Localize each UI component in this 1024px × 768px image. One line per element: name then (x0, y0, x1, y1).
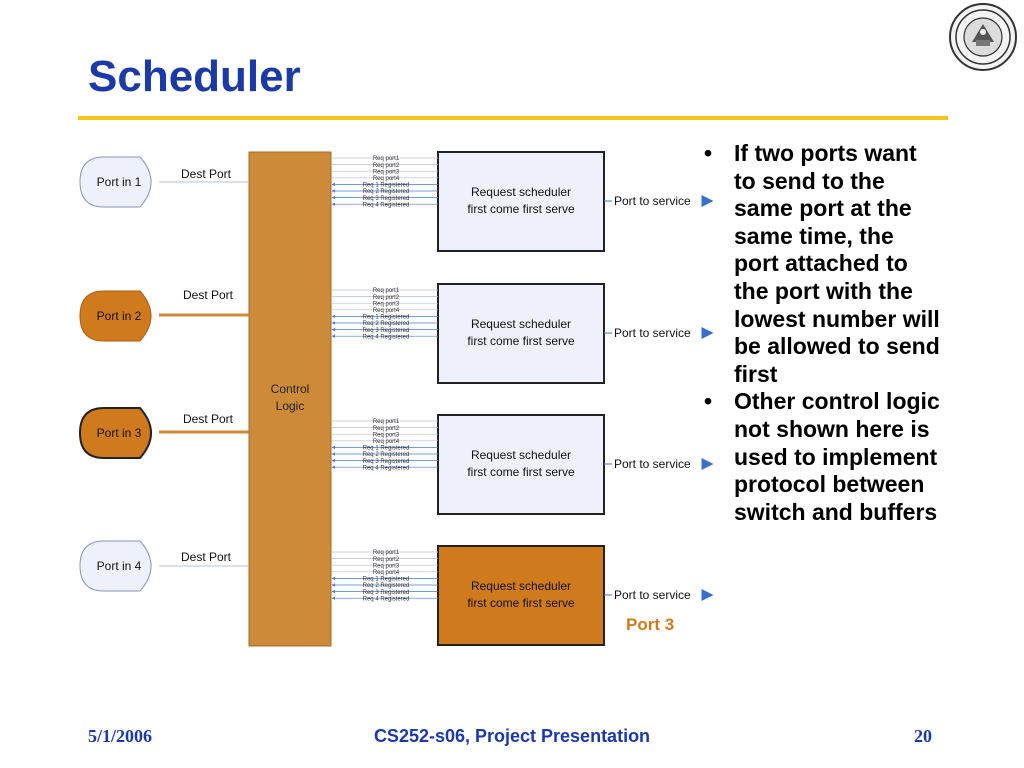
scheduler-policy: first come first serve (467, 334, 575, 348)
signal-label: Req 2 Registered (363, 189, 410, 195)
port-in-2-shape (79, 290, 152, 342)
port-in-4-shape (79, 540, 152, 592)
signal-label: Req 2 Registered (363, 452, 410, 458)
signal-label: Req port2 (373, 163, 400, 169)
signal-label: Req 2 Registered (363, 321, 410, 327)
port-to-service-label: Port to service (614, 457, 691, 471)
control-logic-label: Control (271, 382, 310, 396)
port-in-4-label: Port in 4 (97, 559, 142, 573)
scheduler-box (437, 283, 605, 384)
scheduler-box (437, 151, 605, 252)
signal-label: Req 3 Registered (363, 459, 410, 465)
university-seal-icon (949, 3, 1017, 71)
signal-label: Req 2 Registered (363, 583, 410, 589)
signal-label: Req 3 Registered (363, 590, 410, 596)
port-to-service-label: Port to service (614, 588, 691, 602)
signal-label: Req port2 (373, 426, 400, 432)
signal-label: Req port1 (373, 419, 400, 425)
signal-label: Req 4 Registered (363, 334, 410, 340)
signal-label: Req 1 Registered (363, 577, 410, 583)
port-in-3-shape (78, 407, 152, 459)
footer-title: CS252-s06, Project Presentation (373, 726, 651, 746)
bullet-list: If two ports want to send to the same po… (702, 140, 942, 526)
signal-label: Req port1 (373, 288, 400, 294)
signal-label: Req port4 (373, 176, 400, 182)
signal-label: Req 4 Registered (363, 596, 410, 602)
control-logic-label-2: Logic (276, 399, 305, 413)
scheduler-box (437, 414, 605, 515)
signal-label: Req 4 Registered (363, 465, 410, 471)
signal-label: Req port1 (373, 156, 400, 162)
slide-title: Scheduler (88, 52, 301, 101)
scheduler-title: Request scheduler (471, 185, 571, 199)
title-underline (78, 116, 948, 120)
signal-label: Req port4 (373, 439, 400, 445)
signal-label: Req port4 (373, 570, 400, 576)
signal-label: Req 1 Registered (363, 183, 410, 189)
signal-label: Req port3 (373, 563, 400, 569)
signal-label: Req 4 Registered (363, 202, 410, 208)
scheduler-policy: first come first serve (467, 596, 575, 610)
signal-label: Req 1 Registered (363, 315, 410, 321)
port-3-dest-label: Dest Port (183, 412, 234, 426)
footer-date: 5/1/2006 (88, 726, 153, 746)
port-in-1-shape (79, 156, 152, 208)
port-4-dest-label: Dest Port (181, 550, 232, 564)
signal-label: Req port3 (373, 432, 400, 438)
port-1-dest-label: Dest Port (181, 167, 232, 181)
scheduler-title: Request scheduler (471, 579, 571, 593)
port-2-dest-label: Dest Port (183, 288, 234, 302)
port-to-service-label: Port to service (614, 194, 691, 208)
signal-label: Req port2 (373, 557, 400, 563)
scheduler-policy: first come first serve (467, 465, 575, 479)
port-in-3-label: Port in 3 (97, 426, 142, 440)
bullet-item: If two ports want to send to the same po… (702, 140, 942, 388)
signal-label: Req 1 Registered (363, 446, 410, 452)
port-in-1-label: Port in 1 (97, 175, 142, 189)
port-to-service-label: Port to service (614, 326, 691, 340)
signal-label: Req 3 Registered (363, 328, 410, 334)
port-in-2-label: Port in 2 (97, 309, 142, 323)
scheduler-title: Request scheduler (471, 448, 571, 462)
signal-label: Req port4 (373, 308, 400, 314)
control-logic-block (248, 151, 332, 647)
bullet-item: Other control logic not shown here is us… (702, 388, 942, 526)
signal-label: Req port2 (373, 295, 400, 301)
scheduler-title: Request scheduler (471, 317, 571, 331)
scheduler-box (437, 545, 605, 646)
signal-label: Req port1 (373, 550, 400, 556)
scheduler-policy: first come first serve (467, 202, 575, 216)
signal-label: Req port3 (373, 169, 400, 175)
signal-label: Req 3 Registered (363, 196, 410, 202)
page-number: 20 (914, 726, 932, 746)
port-3-callout: Port 3 (626, 615, 675, 634)
signal-label: Req port3 (373, 301, 400, 307)
